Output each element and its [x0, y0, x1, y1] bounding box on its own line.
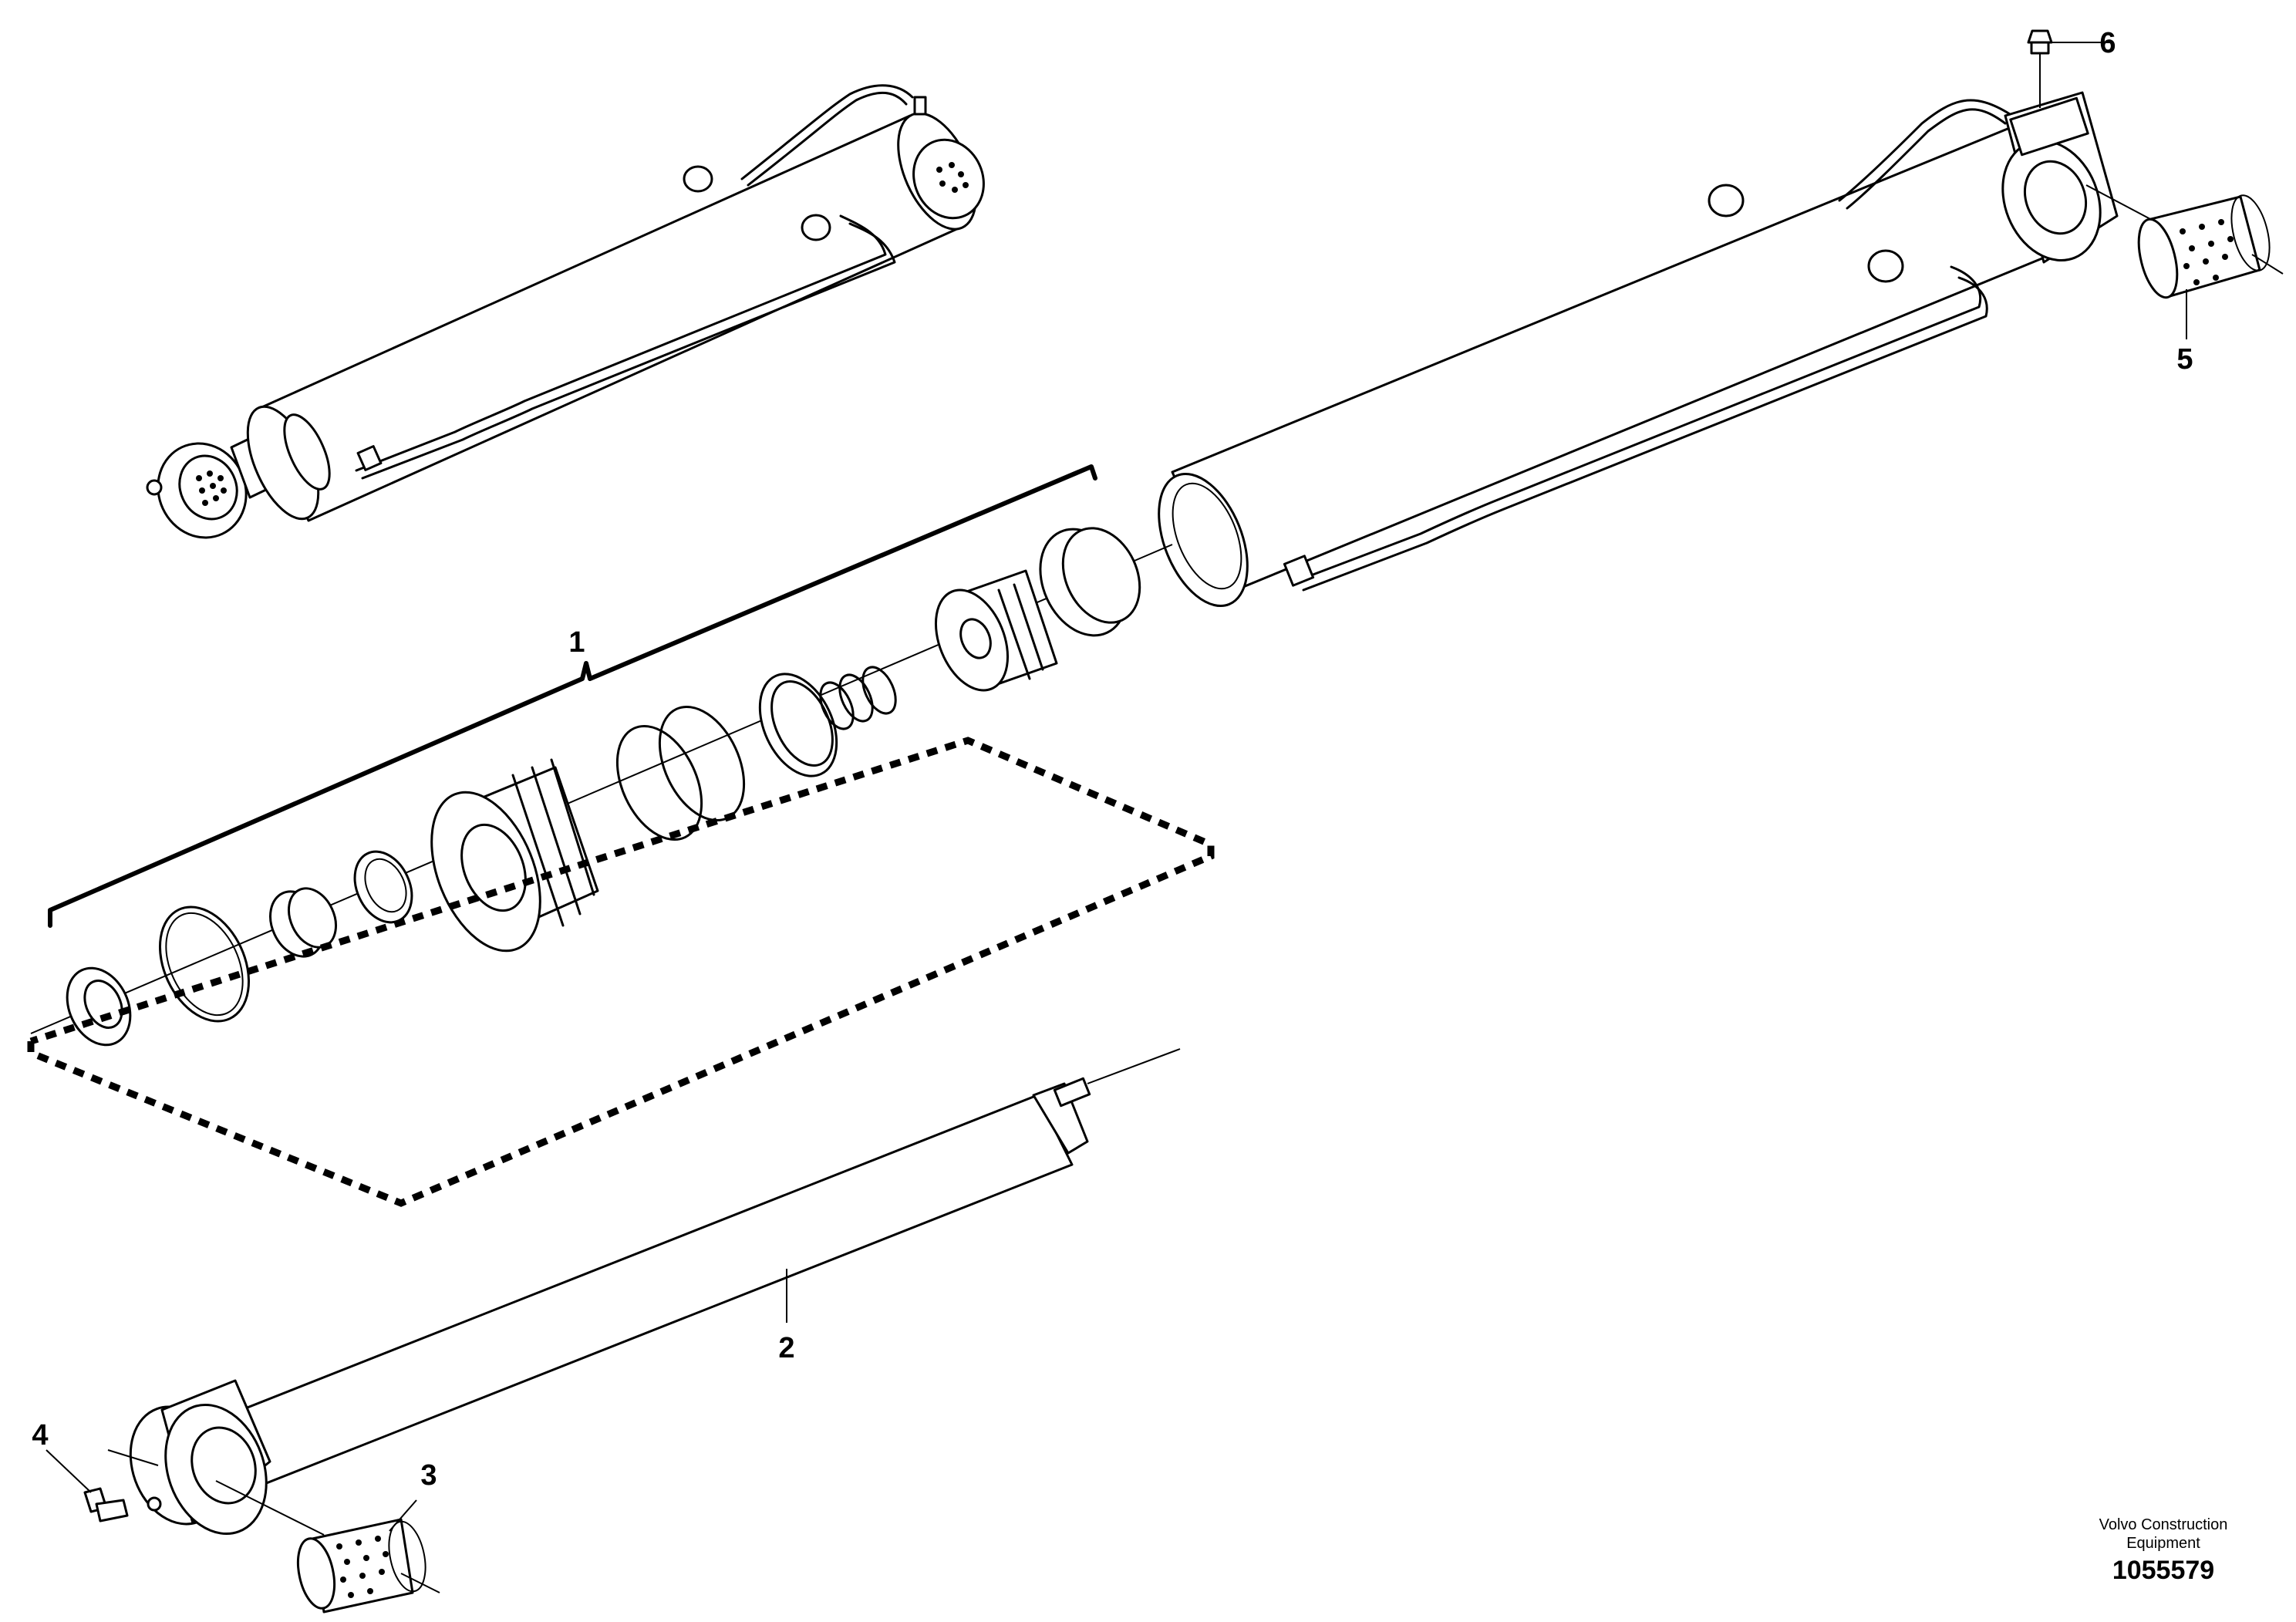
- brand-line-1: Volvo Construction: [2099, 1516, 2228, 1533]
- bushing-top: [2137, 194, 2271, 299]
- assembled-cylinder-overview: [146, 84, 985, 539]
- cylinder-barrel: [1158, 91, 2119, 608]
- piston-rod: [129, 1048, 1181, 1536]
- head-end-bushing-dots: [936, 162, 969, 193]
- callout-2: 2: [778, 1332, 794, 1364]
- bushing-bottom: [296, 1518, 426, 1614]
- grease-nipple-bottom: [83, 1487, 129, 1523]
- rod-end-bushing-dots: [196, 470, 227, 506]
- callout-3: 3: [420, 1459, 437, 1492]
- part-number: 1055579: [2112, 1556, 2214, 1585]
- callout-6: 6: [2099, 27, 2116, 59]
- brand-line-2: Equipment: [2126, 1535, 2200, 1552]
- callout-5: 5: [2176, 343, 2193, 376]
- seal-kit-brace: [48, 464, 1097, 928]
- callout-1: 1: [568, 626, 585, 659]
- seal-kit-components: [30, 527, 1173, 1047]
- callout-4: 4: [32, 1419, 48, 1452]
- grease-nipple-top: [2027, 29, 2053, 108]
- rod-kit-dashed-outline: [27, 737, 1215, 1207]
